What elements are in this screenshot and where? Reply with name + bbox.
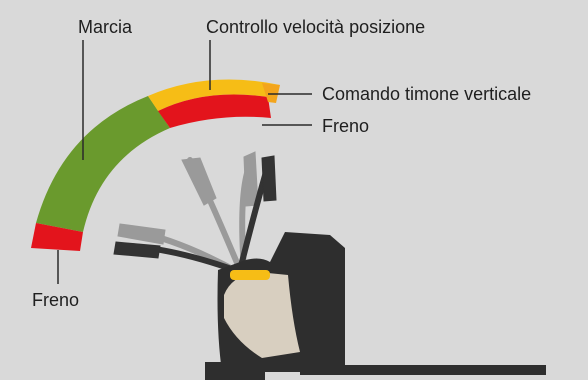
freno-zone-right [158, 94, 271, 128]
marcia-zone [36, 96, 170, 232]
controllo-velocita-label: Controllo velocità posizione [206, 17, 426, 37]
pallet-truck [205, 232, 546, 380]
truck-yellow-stripe [230, 270, 270, 280]
comando-timone-zone [262, 83, 280, 103]
marcia-label: Marcia [78, 17, 133, 37]
freno-zone-left [31, 223, 83, 251]
freno-left-label: Freno [32, 290, 80, 310]
truck-fork [300, 365, 546, 375]
comando-timone-label: Comando timone verticale [322, 84, 532, 104]
controllo-velocita-zone [148, 79, 280, 111]
truck-wheel-guard [205, 362, 265, 380]
freno-right-label: Freno [322, 116, 370, 136]
truck-cover-panel [224, 272, 300, 358]
